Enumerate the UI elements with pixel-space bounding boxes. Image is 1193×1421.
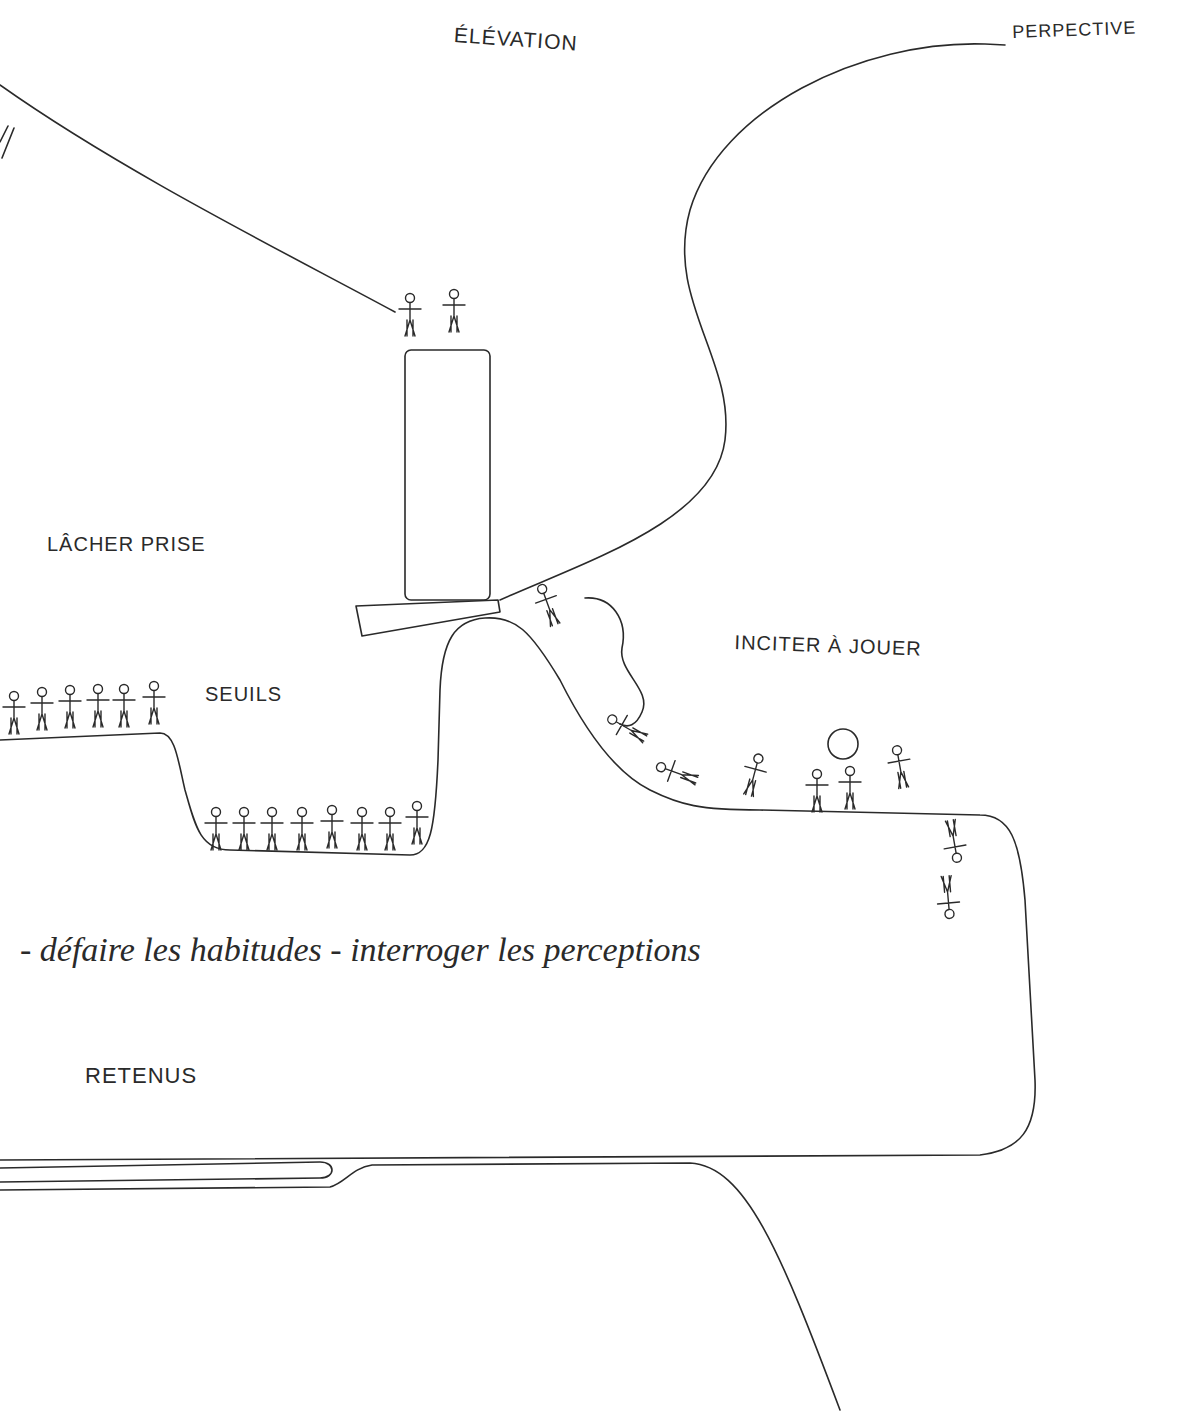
annotation-label: - défaire les habitudes - interroger les… — [20, 930, 920, 971]
person — [321, 806, 343, 849]
person — [806, 770, 828, 813]
person — [113, 685, 135, 728]
ball — [828, 729, 858, 759]
person — [935, 875, 961, 919]
person — [205, 808, 227, 851]
person — [87, 685, 109, 728]
person — [653, 755, 700, 790]
person — [351, 808, 373, 851]
person — [31, 688, 53, 731]
lower-outline — [0, 1163, 840, 1410]
person — [603, 708, 651, 748]
person — [399, 294, 421, 337]
perspective-curve — [500, 44, 1005, 600]
person — [3, 692, 25, 735]
person — [261, 808, 283, 851]
annotation-label: ÉLÉVATION — [453, 22, 674, 62]
lacher-prise-line — [0, 85, 395, 312]
person — [406, 802, 428, 845]
annotation-label: LÂCHER PRISE — [47, 532, 267, 556]
person — [59, 686, 81, 729]
person — [233, 808, 255, 851]
person — [443, 290, 465, 333]
small-stroke — [0, 126, 14, 158]
person — [379, 808, 401, 851]
person — [839, 767, 861, 810]
ground-outline — [0, 618, 1035, 1160]
person — [940, 818, 969, 864]
people — [3, 290, 969, 920]
person — [143, 682, 165, 725]
person — [530, 581, 565, 628]
annotation-label: PERPECTIVE — [1012, 16, 1193, 44]
tube — [0, 1162, 332, 1182]
annotation-label: RETENUS — [85, 1063, 305, 1089]
person — [885, 744, 914, 790]
annotation-label: SEUILS — [205, 682, 345, 706]
slide-trail — [585, 598, 644, 726]
person — [738, 751, 770, 798]
person — [291, 808, 313, 851]
annotation-label: INCITER À JOUER — [734, 630, 1025, 664]
tower — [405, 350, 490, 600]
